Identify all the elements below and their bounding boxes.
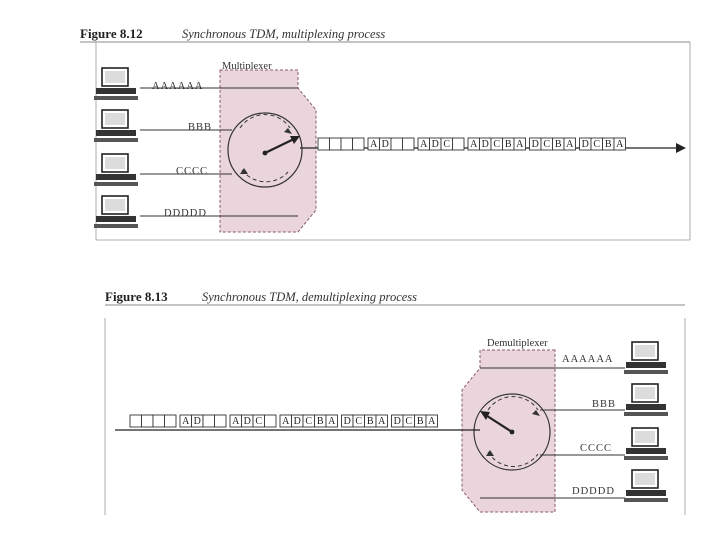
frame-slot-label: D	[394, 416, 401, 427]
frame-slot	[130, 415, 142, 427]
frame-slot-label: A	[428, 416, 436, 427]
frame-slot-label: C	[405, 416, 412, 427]
frame-slot-label: A	[232, 416, 240, 427]
frame-slot-label: C	[255, 416, 262, 427]
frame-slot-label: A	[182, 416, 190, 427]
frame-slot-label: A	[328, 416, 336, 427]
frame-slot-label: A	[282, 416, 290, 427]
frame-slot	[142, 415, 154, 427]
frame-slot-label: D	[344, 416, 351, 427]
frame-slot-label: B	[417, 416, 424, 427]
frame-slot	[165, 415, 177, 427]
frame-slot	[153, 415, 165, 427]
frame-slot-label: C	[355, 416, 362, 427]
frame-slot-label: B	[317, 416, 324, 427]
frame-slot-label: A	[378, 416, 386, 427]
frame-slot	[265, 415, 277, 427]
frame-slot-label: D	[194, 416, 201, 427]
frame-slot-label: C	[305, 416, 312, 427]
frame-slot-label: B	[367, 416, 374, 427]
frame-slot	[215, 415, 227, 427]
frame-slot-label: D	[244, 416, 251, 427]
frame-slot	[203, 415, 215, 427]
frame-slot-label: D	[294, 416, 301, 427]
